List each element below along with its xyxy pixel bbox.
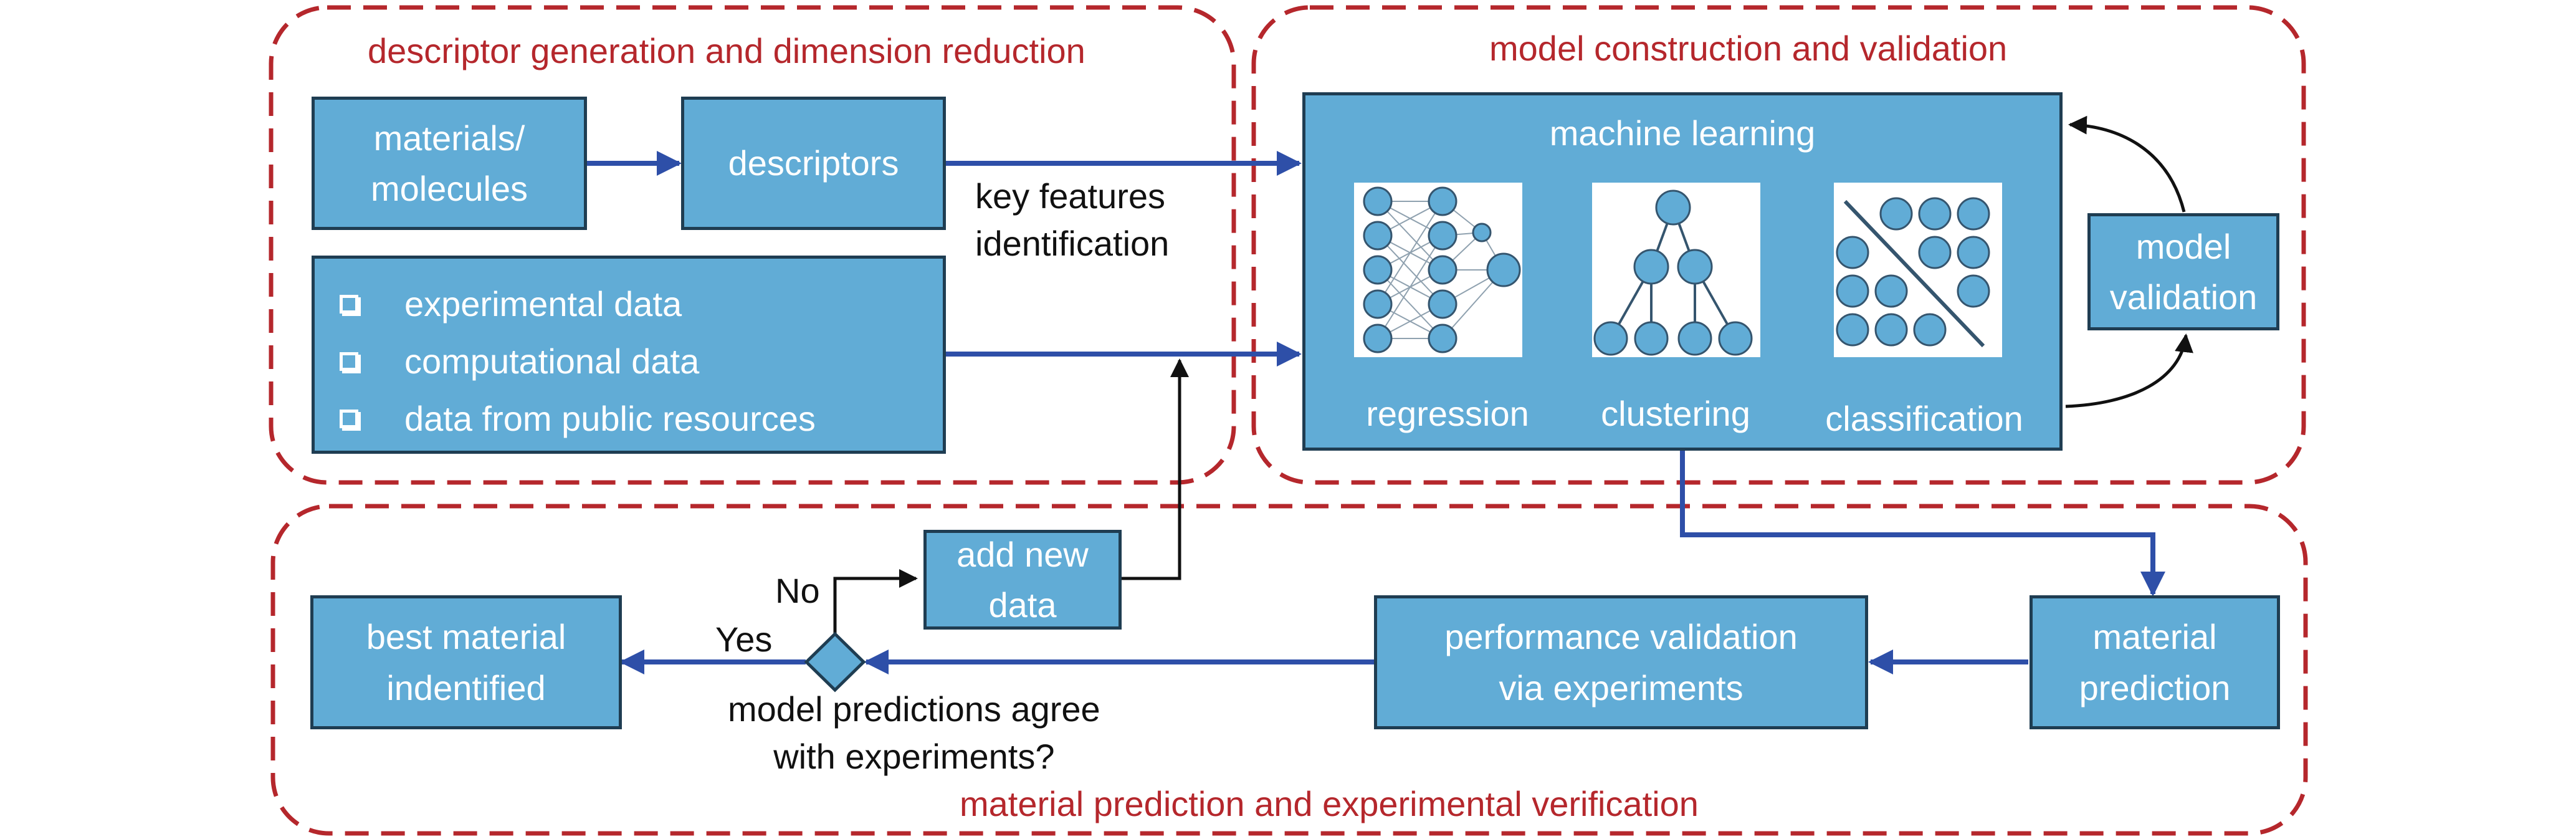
arrow-ml-to-prediction	[1680, 450, 2165, 597]
checkbox-icon	[340, 294, 358, 314]
best-material-line-1: best material	[366, 617, 566, 657]
region-title-descriptor: descriptor generation and dimension redu…	[368, 31, 1085, 70]
region-prediction-border	[270, 504, 2308, 836]
arrow-ml-to-validation	[2065, 333, 2193, 408]
key-features-line-1: key features	[975, 176, 1166, 216]
method-classification: classification	[1825, 399, 2023, 438]
descriptors-label: descriptors	[728, 143, 899, 183]
key-features-line-2: identification	[975, 223, 1170, 263]
materials-line-2: molecules	[370, 169, 528, 208]
decision-question-line-1: model predictions agree	[728, 689, 1100, 729]
descriptors-box: descriptors	[681, 97, 946, 230]
decision-question-label: model predictions agree with experiments…	[728, 686, 1100, 780]
checkbox-icon	[340, 409, 358, 428]
data-item-label: data from public resources	[404, 399, 816, 438]
model-validation-line-2: validation	[2109, 277, 2258, 317]
data-item-label: experimental data	[404, 284, 682, 324]
performance-validation-line-2: via experiments	[1499, 668, 1744, 707]
model-validation-box: model validation	[2087, 213, 2279, 330]
add-new-data-box: add new data	[923, 530, 1122, 630]
add-new-data-line-2: data	[988, 585, 1057, 625]
data-item-public: data from public resources	[340, 393, 816, 444]
arrow-add-data-to-ml-input	[1120, 358, 1189, 580]
decision-no-label: No	[775, 571, 820, 610]
data-item-experimental: experimental data	[340, 279, 682, 329]
materials-box: materials/ molecules	[312, 97, 587, 230]
region-title-prediction: material prediction and experimental ver…	[960, 784, 1699, 823]
method-regression: regression	[1366, 394, 1529, 433]
data-item-computational: computational data	[340, 336, 699, 386]
classification-icon	[1834, 183, 2002, 357]
method-clustering: clustering	[1601, 394, 1750, 433]
arrow-decision-no-to-add-data	[833, 569, 918, 634]
decision-question-line-2: with experiments?	[773, 736, 1055, 776]
neural-network-icon	[1354, 183, 1522, 357]
data-sources-box: experimental data computational data dat…	[312, 256, 946, 454]
model-validation-line-1: model	[2135, 226, 2231, 266]
machine-learning-title: machine learning	[1549, 113, 1816, 153]
material-prediction-box: material prediction	[2030, 595, 2280, 729]
performance-validation-box: performance validation via experiments	[1374, 595, 1868, 729]
best-material-box: best material indentified	[310, 595, 622, 729]
region-model-border	[1251, 5, 2306, 485]
machine-learning-box: machine learning	[1302, 92, 2063, 451]
materials-line-1: materials/	[373, 118, 525, 158]
checkbox-icon	[340, 352, 358, 371]
material-prediction-line-1: material	[2092, 617, 2217, 657]
arrow-validation-to-ml	[2068, 115, 2186, 213]
add-new-data-line-1: add new	[956, 534, 1089, 574]
clustering-tree-icon	[1592, 183, 1760, 357]
key-features-label: key features identification	[975, 173, 1169, 267]
region-title-model: model construction and validation	[1489, 29, 2008, 68]
region-descriptor-border	[269, 5, 1236, 485]
material-prediction-line-2: prediction	[2079, 668, 2231, 707]
best-material-line-2: indentified	[386, 668, 546, 707]
data-item-label: computational data	[404, 342, 700, 381]
decision-yes-label: Yes	[715, 620, 773, 659]
decision-diamond	[804, 631, 866, 693]
performance-validation-line-1: performance validation	[1444, 617, 1798, 657]
